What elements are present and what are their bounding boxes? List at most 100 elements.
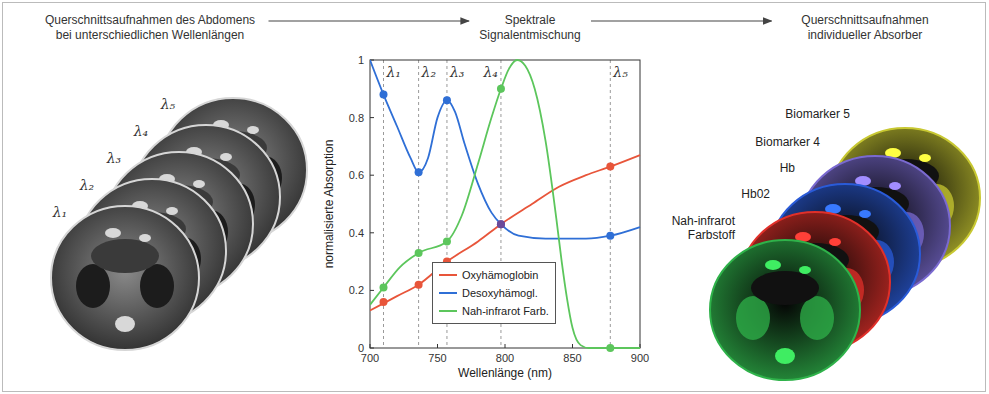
legend-sample (439, 307, 457, 315)
wavelength-label: λ₄ (134, 123, 149, 139)
flow-arrow (591, 20, 772, 21)
organ-shape (775, 348, 795, 364)
sample-dot (497, 220, 505, 228)
organ-shape (105, 228, 121, 238)
section-outline (51, 206, 199, 350)
tick-label: 700 (361, 352, 379, 365)
sample-dot (606, 163, 614, 171)
wavelength-label: λ₄ (483, 64, 498, 80)
tick-label: 800 (496, 352, 514, 365)
wavelength-label: λ₁ (53, 204, 68, 220)
axis-tick (370, 348, 374, 349)
axis-title: Wellenlänge (nm) (458, 367, 552, 381)
legend-entry: Nah-infrarot Farb. (439, 302, 549, 320)
sample-dot (415, 168, 423, 176)
organ-shape (889, 182, 901, 190)
organ-shape (140, 264, 174, 308)
step-heading: Querschnittsaufnahmen individueller Abso… (778, 13, 953, 43)
organ-shape (139, 234, 151, 242)
absorber-stack (710, 128, 980, 380)
wavelength-label: λ₂ (422, 64, 437, 80)
wavelength-marker (610, 60, 611, 348)
organ-shape (919, 154, 931, 162)
absorption-curve (370, 60, 640, 239)
sample-dot (380, 91, 388, 99)
chart-legend: OxyhämoglobinDesoxyhämogl. Nah-infrarot F… (432, 262, 556, 324)
legend-entry: Desoxyhämogl. (439, 284, 549, 302)
flow-arrow (269, 20, 470, 21)
organ-shape (736, 296, 770, 340)
axis-tick (572, 344, 573, 348)
step-heading: Spektrale Signalentmischung (475, 13, 585, 43)
organ-shape (193, 180, 205, 188)
absorber-label: Biomarker 4 (755, 136, 820, 150)
spectrum-chart (370, 60, 640, 352)
sample-dot (380, 284, 388, 292)
axis-tick (505, 344, 506, 348)
axis-tick (370, 232, 374, 233)
organ-shape (800, 296, 834, 340)
organ-shape (799, 266, 811, 274)
axis-title: normalisierte Absorption (323, 140, 337, 269)
organ-shape (76, 264, 110, 308)
cross-section (710, 240, 860, 380)
tick-label: 750 (428, 352, 446, 365)
wavelength-label: λ₂ (80, 177, 95, 193)
wavelength-label: λ₅ (161, 96, 176, 112)
sample-dot (415, 249, 423, 257)
axis-tick (370, 344, 371, 348)
legend-text: Nah-infrarot Farb. (462, 305, 549, 317)
tick-label: 0.4 (349, 226, 364, 239)
wavelength-marker (418, 60, 419, 348)
absorber-label: Nah-infrarot Farbstoff (655, 215, 735, 243)
legend-text: Oxyhämoglobin (462, 269, 538, 281)
plot-frame (370, 60, 640, 348)
organ-shape (91, 239, 159, 273)
axis-tick (437, 344, 438, 348)
step-heading: Querschnittsaufnahmen des Abdomens bei u… (38, 13, 263, 43)
organ-shape (751, 271, 819, 305)
tick-label: 850 (563, 352, 581, 365)
organ-shape (166, 207, 178, 215)
page-frame (3, 3, 986, 392)
heading-text: Querschnittsaufnahmen individueller Abso… (778, 13, 953, 43)
sample-dot (380, 298, 388, 306)
heading-text: Spektrale Signalentmischung (475, 13, 585, 43)
tick-label: 1 (358, 54, 364, 67)
sample-dot (443, 96, 451, 104)
sample-dot (497, 85, 505, 93)
organ-shape (765, 260, 781, 270)
axis-tick (370, 175, 374, 176)
organ-shape (220, 153, 232, 161)
legend-entry: Oxyhämoglobin (439, 266, 549, 284)
axis-tick (370, 290, 374, 291)
heading-text: Querschnittsaufnahmen des Abdomens bei u… (38, 13, 263, 43)
sample-dot (415, 281, 423, 289)
wavelength-label: λ₁ (387, 64, 402, 80)
organ-shape (247, 126, 259, 134)
tick-label: 0.6 (349, 169, 364, 182)
legend-sample (439, 289, 457, 297)
organ-shape (115, 316, 135, 332)
axis-tick (370, 117, 374, 118)
wavelength-label: λ₃ (450, 64, 465, 80)
tick-label: 0.2 (349, 284, 364, 297)
absorption-curve (370, 60, 640, 348)
absorption-curve (370, 155, 640, 311)
absorber-label: Biomarker 5 (785, 108, 850, 122)
cross-section (51, 206, 199, 350)
legend-text: Desoxyhämogl. (462, 287, 538, 299)
sample-dot (606, 344, 614, 352)
legend-sample (439, 271, 457, 279)
tick-label: 900 (631, 352, 649, 365)
sample-dot (443, 237, 451, 245)
section-outline (710, 240, 860, 380)
wavelength-stack (51, 98, 307, 350)
absorber-label: Hb02 (741, 188, 770, 202)
organ-shape (829, 238, 841, 246)
sample-dot (497, 220, 505, 228)
absorber-label: Hb (780, 162, 795, 176)
wavelength-label: λ₃ (107, 150, 122, 166)
